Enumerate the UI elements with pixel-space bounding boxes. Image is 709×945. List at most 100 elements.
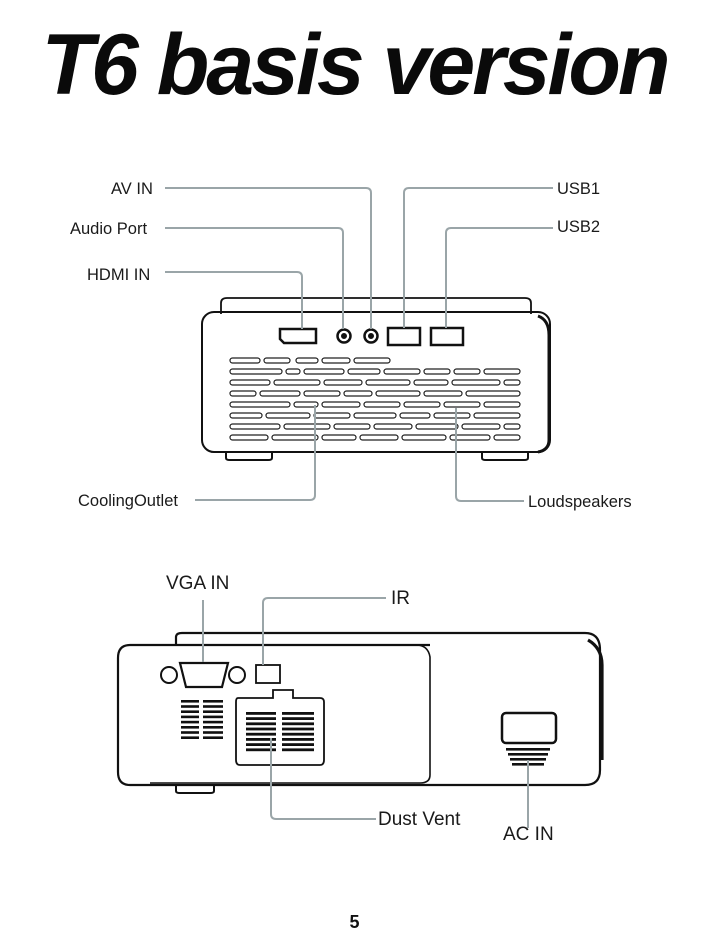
- grille-slot: [353, 412, 397, 419]
- side-vent-slot: [181, 720, 199, 724]
- label-cooling-outlet: CoolingOutlet: [78, 492, 178, 510]
- grille-slot: [449, 434, 491, 441]
- side-vent-slot: [181, 710, 199, 713]
- grille-slot: [465, 390, 521, 397]
- grille-slot: [303, 368, 345, 375]
- label-av-in: AV IN: [111, 180, 153, 198]
- dust-vent-slot: [246, 738, 276, 741]
- side-vent-slot: [203, 715, 223, 719]
- label-usb2: USB2: [557, 218, 601, 236]
- grille-slot: [373, 423, 413, 430]
- back-vents: [181, 700, 550, 766]
- label-audio-port: Audio Port: [70, 220, 148, 238]
- grille-slot: [359, 434, 399, 441]
- grille-slot: [303, 390, 341, 397]
- grille-slot: [401, 434, 447, 441]
- dust-vent-slot: [282, 743, 314, 746]
- grille-slot: [483, 368, 521, 375]
- ac-vent-slot: [508, 753, 548, 756]
- grille-slot: [483, 401, 521, 408]
- grille-slot: [271, 434, 319, 441]
- grille-slot: [229, 390, 257, 397]
- grille-slot: [229, 434, 269, 441]
- grille-slot: [313, 412, 351, 419]
- grille-slot: [259, 390, 301, 397]
- label-hdmi-in: HDMI IN: [87, 266, 151, 284]
- grille-slot: [229, 379, 271, 386]
- dust-vent-slot: [246, 748, 276, 752]
- grille-slot: [229, 357, 261, 364]
- grille-slot: [363, 401, 401, 408]
- page-number: 5: [349, 912, 360, 932]
- grille-slot: [423, 368, 451, 375]
- side-vent-slot: [181, 715, 199, 719]
- grille-slot: [451, 379, 501, 386]
- grille-slot: [347, 368, 381, 375]
- dust-vent-slot: [246, 743, 276, 746]
- grille-slot: [415, 423, 459, 430]
- side-vent-slot: [181, 731, 199, 734]
- dust-vent-slot: [282, 748, 314, 752]
- grille-slot: [265, 412, 311, 419]
- dust-vent-slot: [282, 712, 314, 715]
- grille-slot: [333, 423, 371, 430]
- grille-slot: [383, 368, 421, 375]
- grille-slot: [403, 401, 441, 408]
- grille-slot: [229, 401, 291, 408]
- grille-slot: [493, 434, 521, 441]
- dust-vent-slot: [246, 717, 276, 720]
- side-vent-slot: [203, 726, 223, 729]
- side-vent-slot: [181, 736, 199, 739]
- dust-vent-slot: [282, 738, 314, 741]
- side-vent-slot: [181, 700, 199, 703]
- side-vent-slot: [203, 731, 223, 734]
- side-vent-slot: [181, 726, 199, 729]
- label-dust-vent: Dust Vent: [378, 809, 461, 830]
- side-vent-slot: [203, 720, 223, 724]
- grille-slot: [473, 412, 521, 419]
- grille-slot: [375, 390, 421, 397]
- grille-slot: [273, 379, 321, 386]
- grille-slot: [285, 368, 301, 375]
- side-vent-slot: [203, 736, 223, 739]
- grille-slot: [295, 357, 319, 364]
- front-leader-lines: [165, 187, 553, 502]
- dust-vent-slot: [282, 717, 314, 720]
- grille-slot: [293, 401, 319, 408]
- side-vent-slot: [181, 705, 199, 708]
- dust-vent-slot: [246, 732, 276, 736]
- dust-vent-slot: [246, 727, 276, 731]
- grille-slot: [321, 401, 361, 408]
- grille-slot: [423, 390, 463, 397]
- dust-vent-slot: [282, 722, 314, 726]
- grille-slot: [399, 412, 431, 419]
- side-vent-slot: [203, 710, 223, 713]
- side-vent-slot: [203, 705, 223, 708]
- page-title: T6 basis version: [41, 17, 671, 113]
- grille-slot: [443, 401, 481, 408]
- ac-vent-slot: [510, 758, 546, 761]
- side-vent-slot: [203, 700, 223, 703]
- dust-vent-slot: [246, 712, 276, 715]
- grille-slot: [321, 357, 351, 364]
- grille-slot: [263, 357, 291, 364]
- label-vga-in: VGA IN: [166, 573, 230, 594]
- grille-slot: [503, 379, 521, 386]
- grille-slot: [323, 379, 363, 386]
- grille-slot: [229, 423, 281, 430]
- grille-slot: [433, 412, 471, 419]
- grille-slot: [365, 379, 411, 386]
- grille-slot: [413, 379, 449, 386]
- label-loudspeakers: Loudspeakers: [528, 493, 632, 511]
- back-projector: [116, 631, 604, 794]
- dust-vent-slot: [282, 732, 314, 736]
- grille-slot: [353, 357, 391, 364]
- dust-vent-slot: [246, 722, 276, 726]
- dust-vent-slot: [282, 727, 314, 731]
- grille-slot: [229, 368, 283, 375]
- front-grille: [229, 357, 521, 441]
- label-ac-in: AC IN: [503, 824, 554, 845]
- front-projector: [201, 297, 551, 461]
- label-ir: IR: [391, 588, 410, 609]
